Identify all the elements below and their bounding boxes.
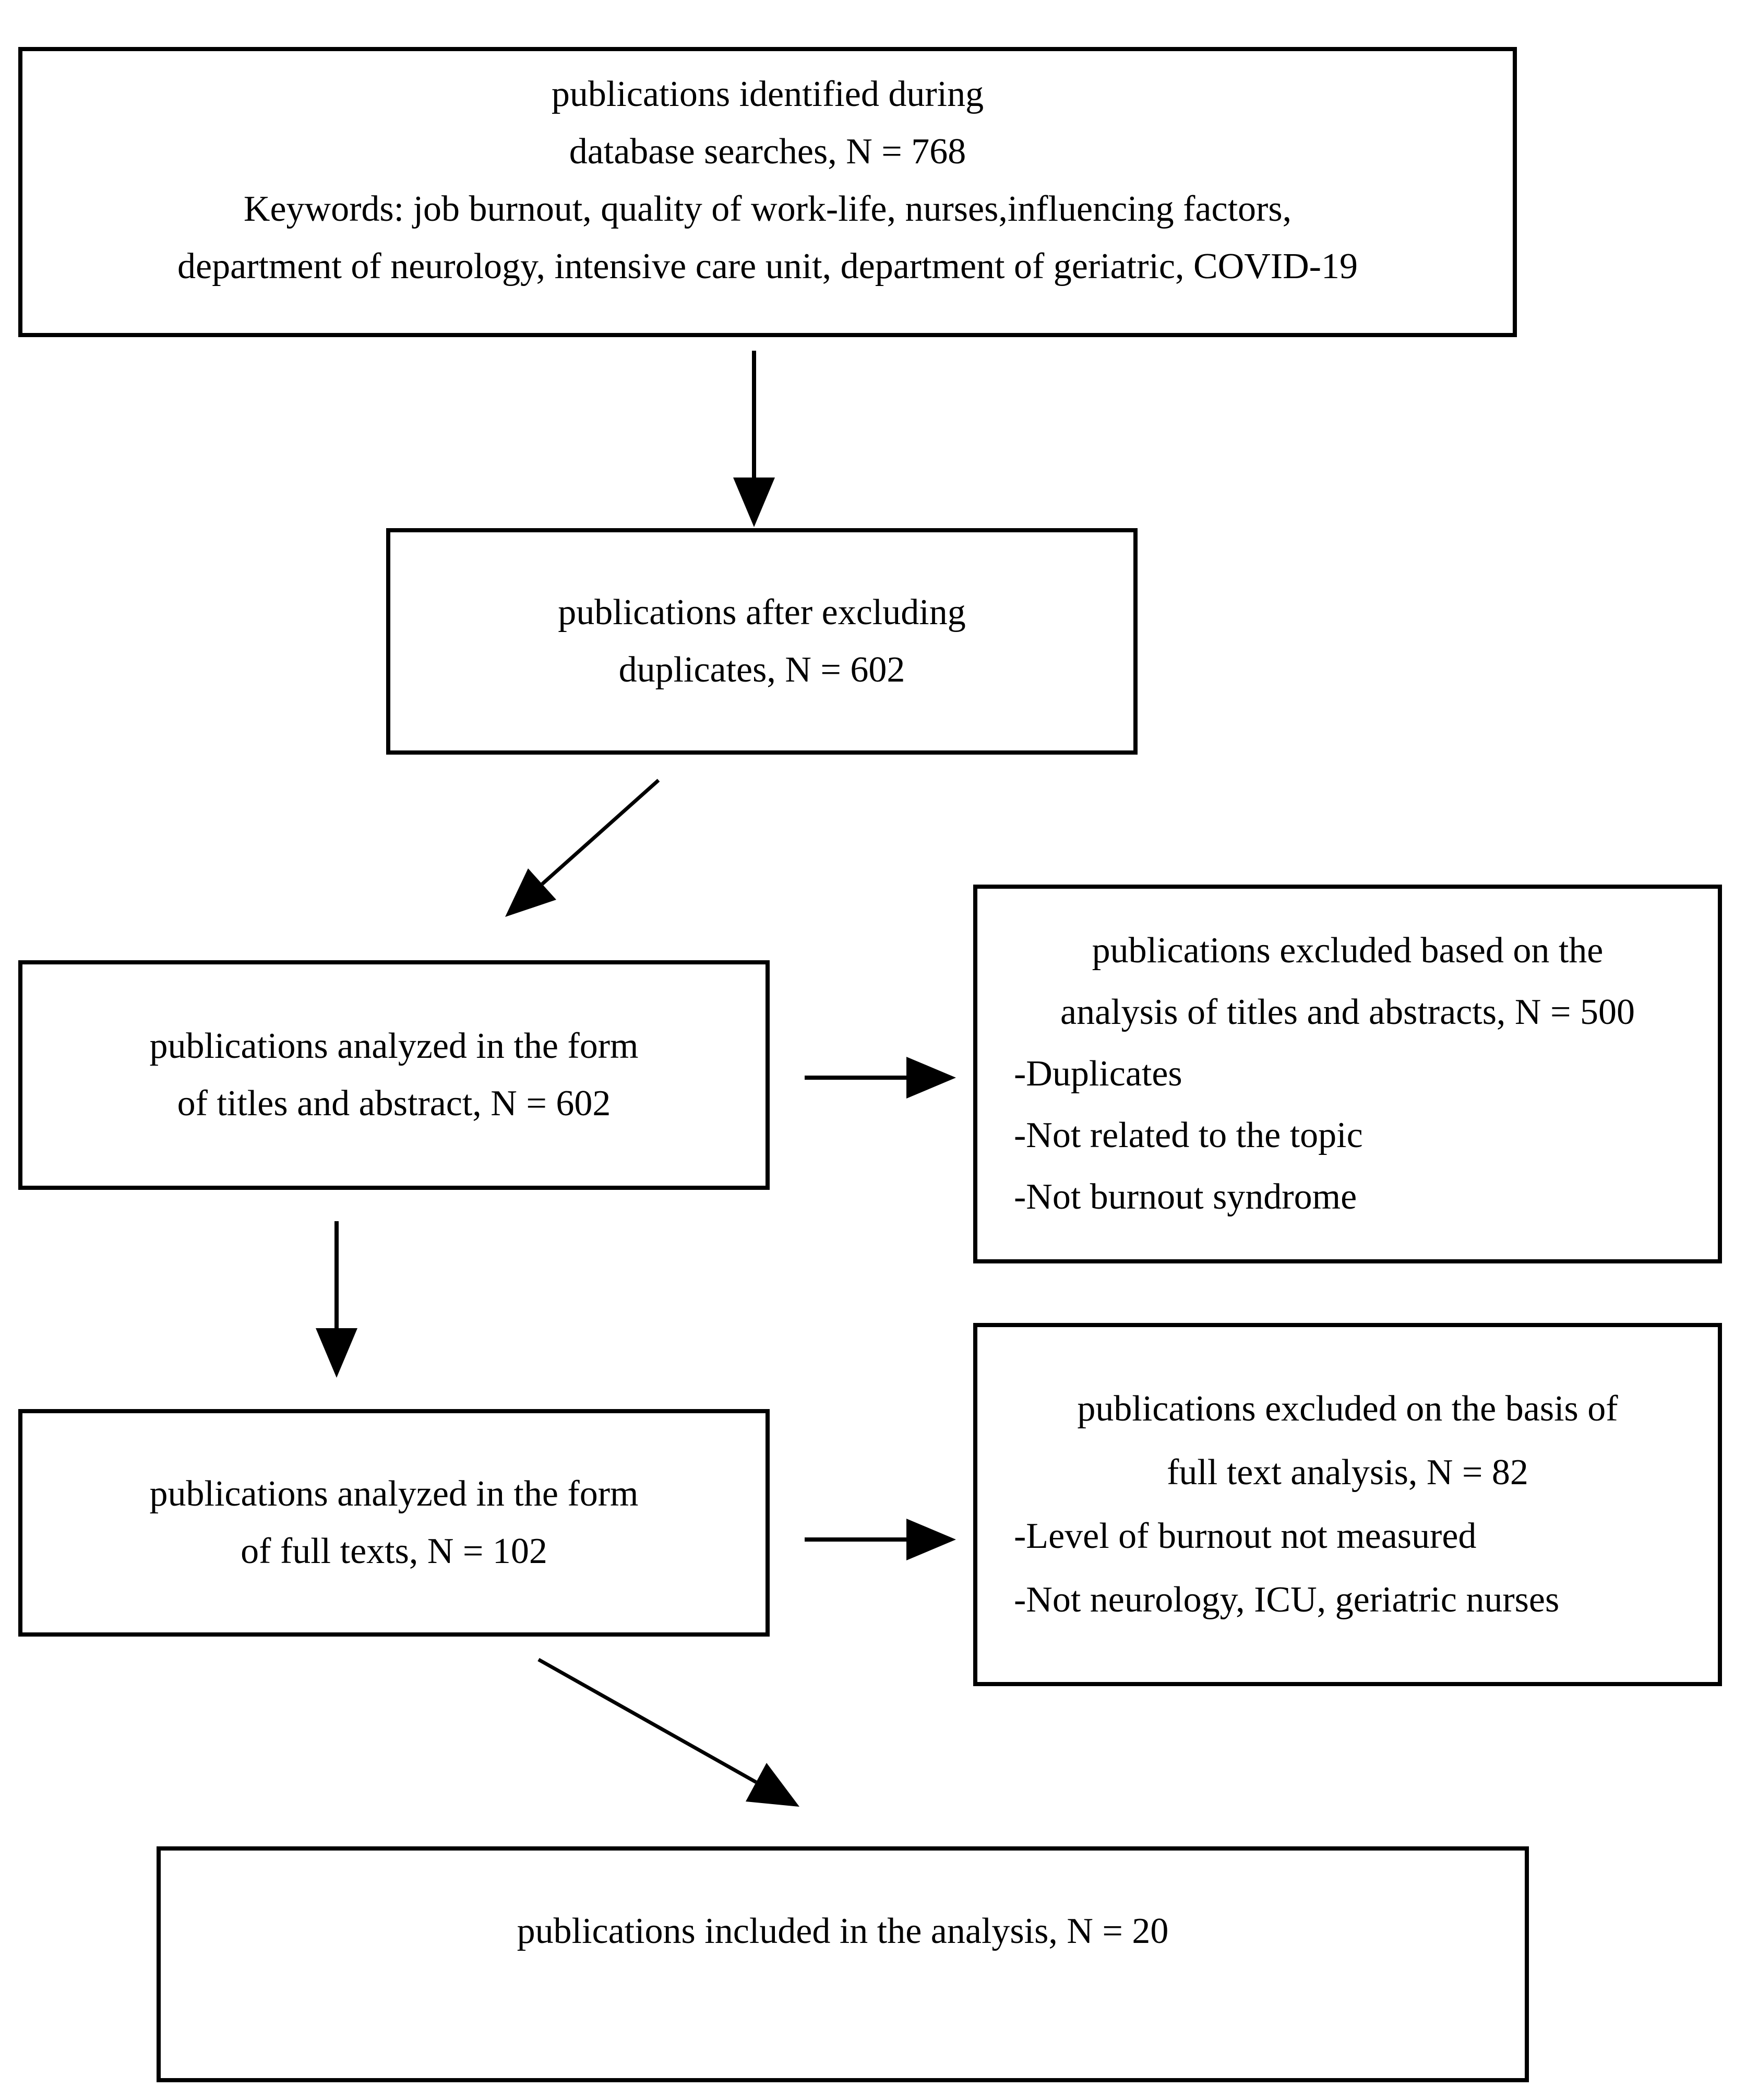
identified-line-2: database searches, N = 768 bbox=[569, 132, 966, 172]
arrow-right-fulltexts-to-excluded-icon bbox=[805, 1519, 956, 1560]
excluded-abstracts-line-1: publications excluded based on the bbox=[1092, 930, 1604, 971]
fulltexts-line-2: of full texts, N = 102 bbox=[241, 1531, 547, 1571]
box-publications-deduplicated: publications after excluding duplicates,… bbox=[386, 528, 1138, 755]
arrow-diagonal-deduplicated-to-titles-icon bbox=[505, 779, 660, 917]
box-publications-included: publications included in the analysis, N… bbox=[157, 1846, 1529, 2082]
excluded-fulltext-reason-level-not-measured: -Level of burnout not measured bbox=[1014, 1516, 1477, 1556]
arrow-down-identified-to-deduplicated-icon bbox=[733, 351, 775, 527]
excluded-abstracts-reason-duplicates: -Duplicates bbox=[1014, 1054, 1182, 1094]
excluded-abstracts-reason-not-related: -Not related to the topic bbox=[1014, 1115, 1363, 1155]
box-analyzed-full-texts: publications analyzed in the form of ful… bbox=[18, 1409, 770, 1637]
included-line-1: publications included in the analysis, N… bbox=[517, 1911, 1169, 1951]
identified-keywords-line-2: department of neurology, intensive care … bbox=[177, 246, 1358, 287]
excluded-fulltext-reason-not-specialty-nurses: -Not neurology, ICU, geriatric nurses bbox=[1014, 1580, 1560, 1620]
excluded-abstracts-line-2: analysis of titles and abstracts, N = 50… bbox=[1060, 992, 1635, 1032]
excluded-fulltext-line-1: publications excluded on the basis of bbox=[1077, 1389, 1618, 1429]
box-publications-identified: publications identified during database … bbox=[18, 47, 1517, 337]
identified-line-1: publications identified during bbox=[551, 74, 984, 114]
deduplicated-line-1: publications after excluding bbox=[558, 592, 966, 633]
box-excluded-on-abstracts: publications excluded based on the analy… bbox=[973, 885, 1722, 1263]
arrow-right-titles-to-excluded-icon bbox=[805, 1057, 956, 1099]
box-analyzed-titles-abstracts: publications analyzed in the form of tit… bbox=[18, 960, 770, 1190]
excluded-abstracts-reason-not-burnout: -Not burnout syndrome bbox=[1014, 1177, 1357, 1217]
identified-keywords-line-1: Keywords: job burnout, quality of work-l… bbox=[243, 189, 1292, 229]
excluded-fulltext-line-2: full text analysis, N = 82 bbox=[1167, 1452, 1528, 1493]
titles-line-2: of titles and abstract, N = 602 bbox=[177, 1083, 611, 1124]
titles-line-1: publications analyzed in the form bbox=[149, 1026, 639, 1066]
deduplicated-line-2: duplicates, N = 602 bbox=[618, 650, 905, 690]
fulltexts-line-1: publications analyzed in the form bbox=[149, 1474, 639, 1514]
arrow-diagonal-fulltexts-to-included-icon bbox=[537, 1657, 799, 1807]
arrow-down-titles-to-fulltexts-icon bbox=[316, 1221, 357, 1378]
box-excluded-on-fulltext: publications excluded on the basis of fu… bbox=[973, 1323, 1722, 1686]
